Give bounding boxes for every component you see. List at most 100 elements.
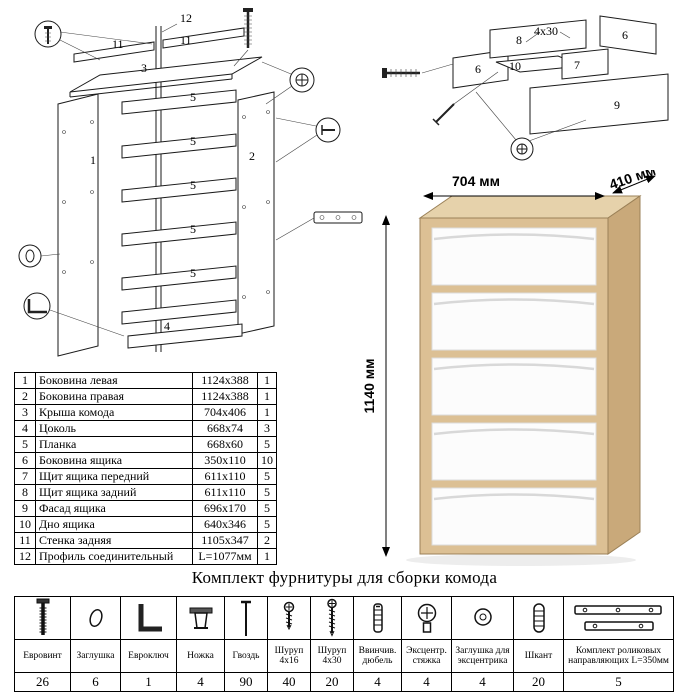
- part-name: Щит ящика задний: [35, 484, 193, 501]
- plinth-panel: [121, 299, 237, 325]
- hardware-name: Заглушка: [70, 639, 121, 673]
- nail-icon: [241, 600, 251, 636]
- part-qty: 1: [257, 404, 277, 421]
- eurovint-drawing: [382, 63, 454, 78]
- hardware-qty: 90: [224, 672, 268, 692]
- part-qty: 2: [257, 532, 277, 549]
- part-name: Боковина правая: [35, 388, 193, 405]
- drawer-facade: [529, 73, 669, 135]
- part-qty: 5: [257, 468, 277, 485]
- part-size: 611х110: [192, 484, 258, 501]
- part-label-5: 5: [190, 134, 196, 148]
- part-size: 640х346: [192, 516, 258, 533]
- part-label-6: 6: [475, 62, 481, 76]
- part-size: 611х110: [192, 468, 258, 485]
- hardware-icon-cell: [70, 596, 121, 640]
- part-name: Фасад ящика: [35, 500, 193, 517]
- part-name: Цоколь: [35, 420, 193, 437]
- part-number: 3: [14, 404, 36, 421]
- drawer-front: [431, 422, 597, 481]
- part-size: 696х170: [192, 500, 258, 517]
- left-side-panel: [57, 93, 99, 357]
- hardware-qty: 6: [70, 672, 121, 692]
- part-label-11: 11: [112, 37, 124, 51]
- part-name: Боковина левая: [35, 372, 193, 389]
- part-label-5: 5: [190, 222, 196, 236]
- hardware-qty: 5: [563, 672, 674, 692]
- part-size: 1124х388: [192, 388, 258, 405]
- phillips-screw-callout: [475, 91, 587, 161]
- right-side-panel: [237, 91, 275, 335]
- rail-panel: [121, 265, 237, 291]
- hardware-name: Евроключ: [120, 639, 177, 673]
- part-label-12: 12: [180, 11, 192, 25]
- rail-panel: [121, 89, 237, 115]
- part-label-5: 5: [190, 178, 196, 192]
- part-size: 668х74: [192, 420, 258, 437]
- screw-long-icon: [327, 598, 337, 637]
- part-size: 1124х388: [192, 372, 258, 389]
- drawer-front: [431, 227, 597, 286]
- hardware-qty: 40: [267, 672, 311, 692]
- drawer-front: [431, 292, 597, 351]
- hardware-qty: 20: [513, 672, 564, 692]
- hardware-icon-cell: [563, 596, 674, 640]
- part-label-2: 2: [249, 149, 255, 163]
- hardware-qty: 26: [14, 672, 71, 692]
- drawer-front: [431, 357, 597, 416]
- drawer-front-shield: [561, 48, 609, 80]
- part-qty: 5: [257, 484, 277, 501]
- part-name: Профиль соединительный: [35, 548, 193, 565]
- part-name: Щит ящика передний: [35, 468, 193, 485]
- hardware-qty: 4: [451, 672, 514, 692]
- hardware-icons-row: [14, 596, 674, 640]
- hardware-qty: 4: [353, 672, 402, 692]
- chest-of-drawers: [418, 195, 642, 555]
- part-label-9: 9: [614, 98, 620, 112]
- cabinet-exploded-diagram: 12 11 11 3 1 2 5 5 5 5 5 4: [18, 8, 363, 357]
- drawer-exploded-diagram: 4х30 8 6 6 10 7 9: [382, 15, 669, 161]
- part-label-10: 10: [509, 59, 521, 73]
- part-size: L=1077мм: [192, 548, 258, 565]
- part-number: 8: [14, 484, 36, 501]
- product-render: 704 мм 410 мм 1140 мм: [361, 170, 658, 566]
- hardware-name: Комплект роликовых направляющих L=350мм: [563, 639, 674, 673]
- hardware-qty: 4: [176, 672, 225, 692]
- height-label: 1140 мм: [361, 359, 377, 414]
- cabinet-top: [418, 195, 642, 219]
- part-name: Боковина ящика: [35, 452, 193, 469]
- bracket-callout: [23, 292, 125, 337]
- hardware-name: Заглушка для эксцентрика: [451, 639, 514, 673]
- part-size: 668х60: [192, 436, 258, 453]
- part-number: 7: [14, 468, 36, 485]
- hardware-icon-cell: [14, 596, 71, 640]
- part-name: Крыша комода: [35, 404, 193, 421]
- part-qty: 1: [257, 388, 277, 405]
- part-label-11: 11: [180, 33, 192, 47]
- part-number: 9: [14, 500, 36, 517]
- confirmat-screw-drawing: [233, 8, 253, 67]
- eurovint-icon: [36, 598, 49, 635]
- part-number: 12: [14, 548, 36, 565]
- cam-cap-icon: [473, 608, 492, 626]
- dowel-icon: [372, 603, 383, 633]
- depth-dimension: [612, 175, 656, 194]
- part-qty: 10: [257, 452, 277, 469]
- drawer-front: [431, 487, 597, 546]
- part-label-5: 5: [190, 266, 196, 280]
- hardware-name: Шуруп 4х30: [310, 639, 354, 673]
- back-panel-right: [162, 27, 245, 49]
- part-label-8: 8: [516, 33, 522, 47]
- part-name: Стенка задняя: [35, 532, 193, 549]
- plinth-panel: [127, 323, 243, 349]
- part-label-4: 4: [164, 319, 170, 333]
- hardware-name: Шкант: [513, 639, 564, 673]
